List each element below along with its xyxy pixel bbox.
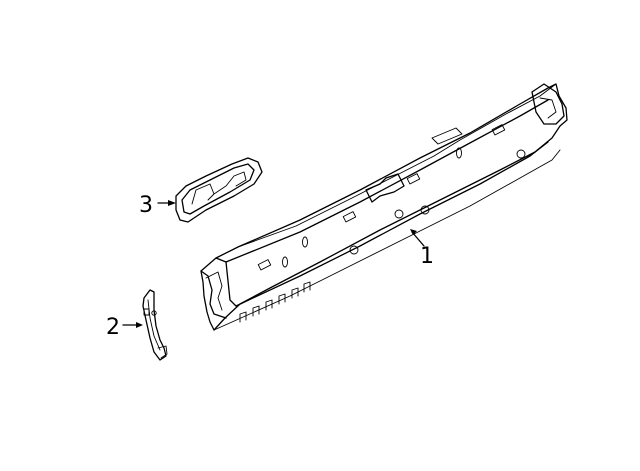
hole-1 (349, 245, 359, 255)
bracket-slot (143, 308, 150, 316)
part-2-bracket (122, 289, 168, 361)
callout-1-label: 1 (420, 244, 434, 269)
oval-slot-1 (302, 236, 308, 248)
part-1-rocker-panel (200, 83, 568, 331)
leader-3-arrowhead (168, 200, 176, 206)
leader-2-arrowhead (136, 322, 143, 328)
oval-slot-2 (282, 256, 288, 268)
rocker-top-flange (215, 99, 549, 263)
slot-1 (257, 259, 272, 271)
rocker-panel-outline (200, 83, 568, 331)
hole-2 (394, 209, 404, 219)
rocker-flange-step (431, 127, 463, 145)
rocker-lower-edge (225, 141, 549, 307)
part-3-cover (157, 157, 263, 223)
rocker-left-end (200, 270, 227, 319)
rocker-left-end-detail (205, 271, 223, 311)
bracket-pin (151, 310, 157, 316)
leader-1-arrowhead (410, 229, 417, 235)
cover-inner (181, 163, 255, 215)
hole-3 (420, 205, 430, 215)
bottom-notches (239, 281, 311, 323)
cover-outer (175, 157, 263, 223)
slot-2 (342, 211, 357, 223)
bracket-foot (157, 345, 168, 359)
rocker-right-end (531, 83, 565, 125)
callout-3-label: 3 (139, 193, 153, 218)
slot-4 (491, 124, 506, 136)
slot-3 (406, 173, 421, 185)
rocker-top-edge (237, 83, 557, 248)
cover-detail (191, 171, 247, 205)
oval-slot-3 (456, 147, 462, 159)
bracket-outline (142, 289, 167, 361)
hole-4 (516, 149, 526, 159)
leader-1 (411, 231, 425, 247)
rocker-center-bracket (365, 173, 405, 203)
callout-2-label: 2 (106, 315, 120, 340)
rocker-right-end-detail (539, 97, 557, 119)
rocker-bottom-lip (213, 149, 561, 331)
